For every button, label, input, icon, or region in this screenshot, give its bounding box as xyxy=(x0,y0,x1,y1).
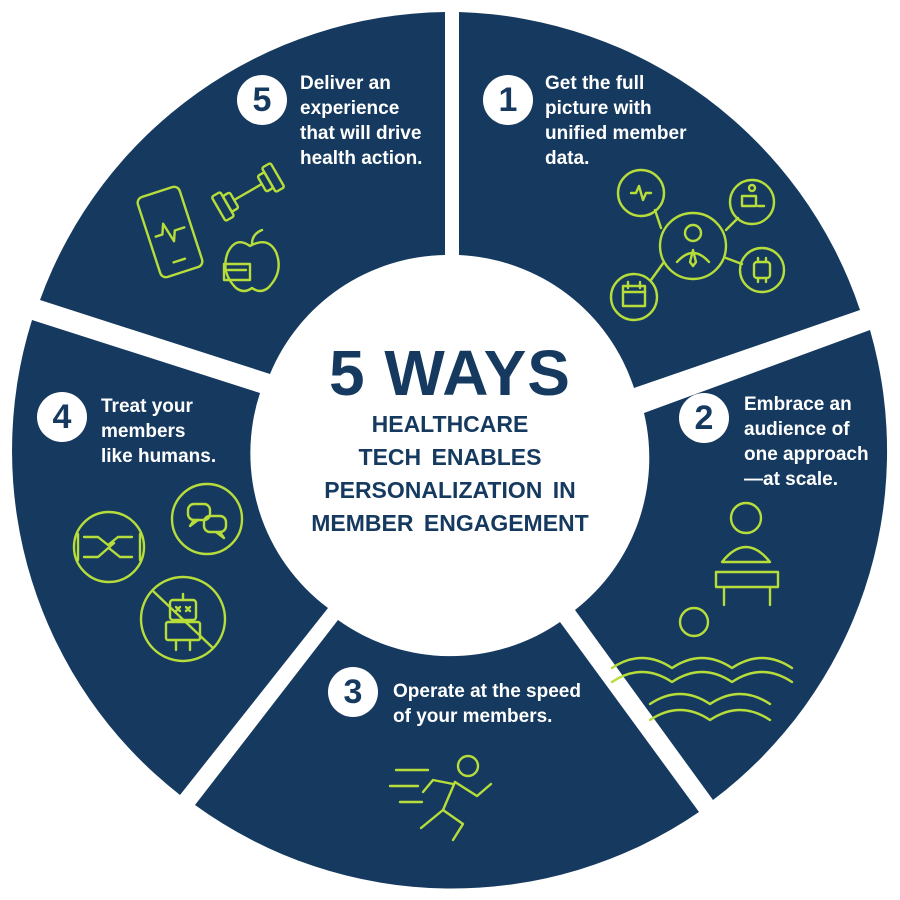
segment-4-number: 4 xyxy=(37,392,87,442)
segment-4-line-3: like humans. xyxy=(101,446,217,467)
segment-1-line-3: unified member xyxy=(545,123,687,144)
segment-1-line-4: data. xyxy=(545,148,590,169)
apple-icon xyxy=(222,228,280,293)
segment-3-line-1: Operate at the speed xyxy=(393,681,581,702)
runner-icon xyxy=(388,754,493,842)
fitness-icons xyxy=(136,162,285,293)
segment-1-line-1: Get the full xyxy=(545,73,645,94)
segment-3-number: 3 xyxy=(328,667,378,717)
segment-3-wedge xyxy=(195,620,699,889)
center-subtitle-line-3: PERSONALIZATION IN xyxy=(324,477,576,503)
center-circle xyxy=(257,257,643,643)
audience-presenter-icon xyxy=(610,501,794,722)
segment-4-wedge xyxy=(12,320,328,795)
chat-icon xyxy=(170,482,244,556)
segment-5-wedge xyxy=(40,12,445,374)
segment-4-line-1: Treat your xyxy=(101,396,193,417)
dumbbell-icon xyxy=(211,162,285,222)
segment-5-line-3: that will drive xyxy=(300,123,422,144)
segment-2-wedge xyxy=(575,330,888,800)
segment-1-number: 1 xyxy=(483,75,533,125)
segment-1-wedge xyxy=(459,12,860,388)
human-touch-icons xyxy=(72,482,244,663)
segment-2-line-4: —at scale. xyxy=(744,469,838,490)
segment-1-line-2: picture with xyxy=(545,98,652,119)
segment-5-number: 5 xyxy=(237,75,287,125)
handshake-icon xyxy=(72,510,146,584)
segment-2-line-2: audience of xyxy=(744,419,850,440)
segment-2-number: 2 xyxy=(679,393,729,443)
segment-5-text: Deliver an experience that will drive he… xyxy=(300,71,422,171)
segment-2-text: Embrace an audience of one approach —at … xyxy=(744,392,869,492)
segment-1-text: Get the full picture with unified member… xyxy=(545,71,686,171)
phone-icon xyxy=(136,185,204,279)
no-robot-icon xyxy=(139,575,227,663)
segment-4-text: Treat your members like humans. xyxy=(101,394,216,469)
center-subtitle-line-4: MEMBER ENGAGEMENT xyxy=(311,510,589,536)
center-heading: 5 WAYS xyxy=(329,337,571,409)
segment-3-line-2: of your members. xyxy=(393,706,553,727)
center-subtitle-line-2: TECH ENABLES xyxy=(358,444,542,470)
segment-3-text: Operate at the speed of your members. xyxy=(393,679,581,729)
connected-data-icon xyxy=(609,168,786,322)
segment-2-line-1: Embrace an xyxy=(744,394,852,415)
segment-4-line-2: members xyxy=(101,421,186,442)
segment-5-line-4: health action. xyxy=(300,148,423,169)
segment-5-line-2: experience xyxy=(300,98,400,119)
segment-5-line-1: Deliver an xyxy=(300,73,391,94)
center-subtitle-line-1: HEALTHCARE xyxy=(371,411,529,437)
segment-2-line-3: one approach xyxy=(744,444,869,465)
